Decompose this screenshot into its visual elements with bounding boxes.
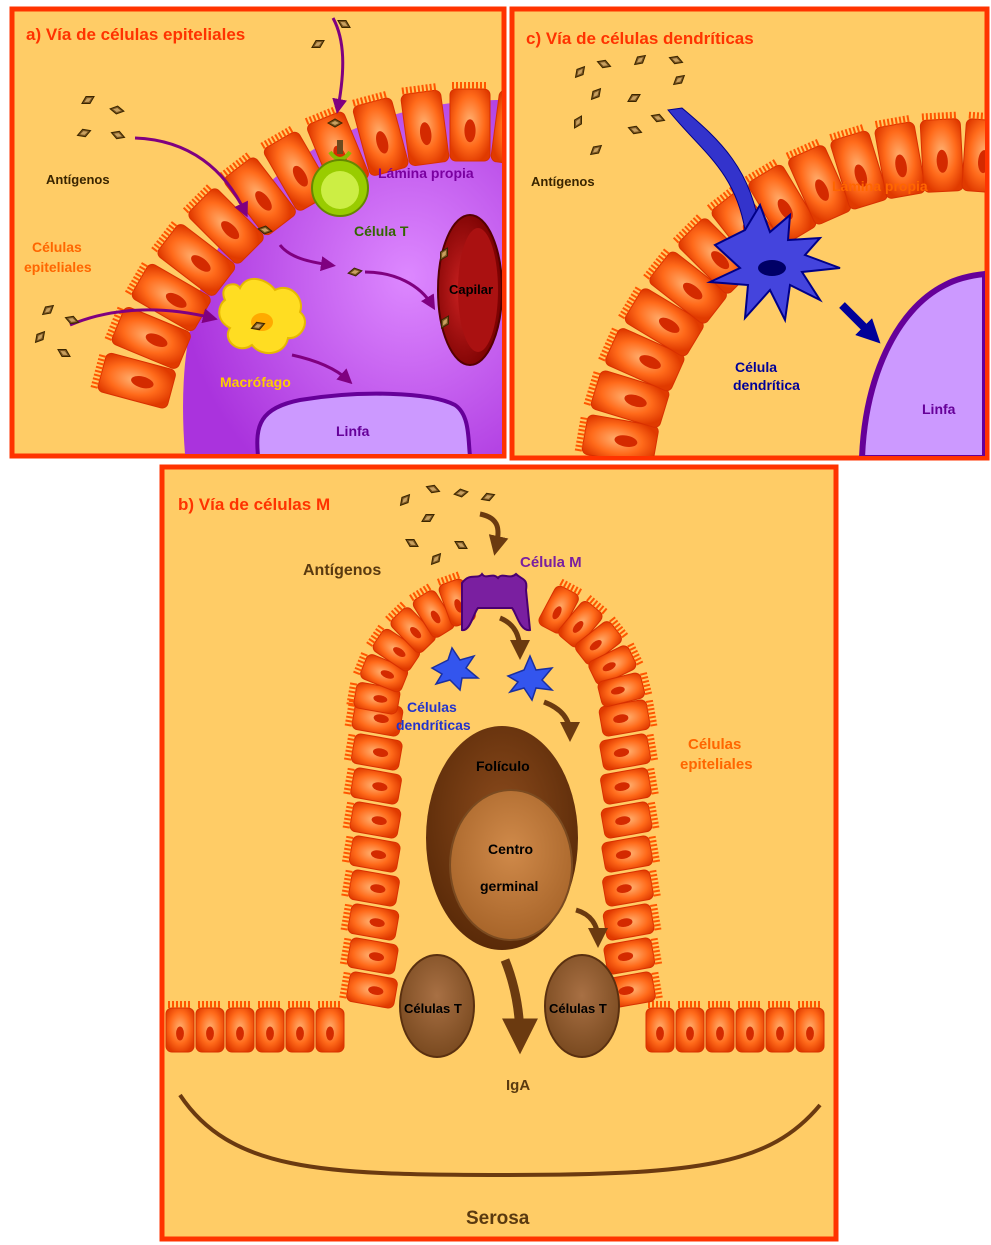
epithelial-cell bbox=[706, 1001, 734, 1052]
epithelial-cell bbox=[286, 1001, 314, 1052]
dendritic-cell-label-line2: dendrítica bbox=[733, 377, 800, 393]
dendritic-cell-label-line1: Célula bbox=[735, 359, 777, 375]
epithelial-cell bbox=[196, 1001, 224, 1052]
epithelial-cell-nucleus bbox=[656, 1026, 664, 1040]
epithelial-cell-nucleus bbox=[686, 1026, 694, 1040]
dendritic-cells-label-line1: Células bbox=[407, 699, 457, 715]
epithelial-cell-nucleus bbox=[776, 1026, 784, 1040]
t-cell-label: Célula T bbox=[354, 223, 409, 239]
epithelial-cell bbox=[676, 1001, 704, 1052]
dendritic-cell-nucleus bbox=[758, 260, 786, 276]
epithelial-cell bbox=[646, 1001, 674, 1052]
antigens-label: Antígenos bbox=[46, 172, 110, 187]
antigens-label-b: Antígenos bbox=[303, 562, 381, 579]
epithelial-cells-label-line1: Células bbox=[32, 239, 82, 255]
serosa-label: Serosa bbox=[466, 1208, 530, 1229]
microvilli bbox=[453, 82, 485, 89]
germinal-center-label-line1: Centro bbox=[488, 841, 533, 857]
iga-label: IgA bbox=[506, 1077, 530, 1094]
macrophage-label: Macrófago bbox=[220, 374, 291, 390]
panel-c-title: c) Vía de células dendríticas bbox=[526, 29, 754, 48]
epithelial-cell-nucleus bbox=[464, 119, 475, 142]
epithelial-cell bbox=[256, 1001, 284, 1052]
lamina-propria-label: Lámina propia bbox=[378, 165, 474, 181]
dendritic-cells-label-line2: dendríticas bbox=[396, 717, 471, 733]
epithelial-cell bbox=[736, 1001, 764, 1052]
lamina-propria-label-c: Lámina propia bbox=[832, 178, 928, 194]
panel-b: b) Vía de células M Antígenos Célula M C… bbox=[162, 467, 836, 1239]
epithelial-cell-nucleus bbox=[206, 1026, 214, 1040]
lymph-label-c: Linfa bbox=[922, 401, 956, 417]
panel-a-title: a) Vía de células epiteliales bbox=[26, 25, 245, 44]
epithelial-cell-nucleus bbox=[236, 1026, 244, 1040]
t-cells-left-label: Células T bbox=[404, 1001, 462, 1016]
t-cells-right-label: Células T bbox=[549, 1001, 607, 1016]
panel-c: c) Vía de células dendríticas Antígenos … bbox=[512, 9, 991, 466]
germinal-center-label-line2: germinal bbox=[480, 878, 538, 894]
t-cell-stalk bbox=[337, 140, 343, 154]
epithelial-cell-nucleus bbox=[326, 1026, 334, 1040]
panel-a: a) Vía de células epiteliales Antígenos … bbox=[12, 9, 540, 456]
antigens-label-c: Antígenos bbox=[531, 174, 595, 189]
epithelial-cell-nucleus bbox=[806, 1026, 814, 1040]
epithelial-cell-nucleus bbox=[266, 1026, 274, 1040]
epithelial-cell bbox=[316, 1001, 344, 1052]
epithelial-cell bbox=[450, 82, 490, 161]
epithelial-cell bbox=[226, 1001, 254, 1052]
epithelial-cell-nucleus bbox=[176, 1026, 184, 1040]
panel-b-title: b) Vía de células M bbox=[178, 495, 330, 514]
lymph-label-a: Linfa bbox=[336, 423, 370, 439]
epithelial-cells-label-line2: epiteliales bbox=[24, 259, 92, 275]
t-cell-nucleus bbox=[321, 171, 359, 209]
epithelial-cells-label-b-line2: epiteliales bbox=[680, 756, 753, 773]
epithelial-cell bbox=[166, 1001, 194, 1052]
epithelial-cell-nucleus bbox=[746, 1026, 754, 1040]
epithelial-cell bbox=[766, 1001, 794, 1052]
epithelial-cell bbox=[796, 1001, 824, 1052]
epithelial-cell-nucleus bbox=[716, 1026, 724, 1040]
germinal-center bbox=[450, 790, 572, 940]
capillary-label: Capilar bbox=[449, 282, 493, 297]
m-cell-label: Célula M bbox=[520, 554, 582, 571]
epithelial-cell-nucleus bbox=[296, 1026, 304, 1040]
epithelial-cells-label-b-line1: Células bbox=[688, 736, 741, 753]
follicle-label: Folículo bbox=[476, 758, 530, 774]
